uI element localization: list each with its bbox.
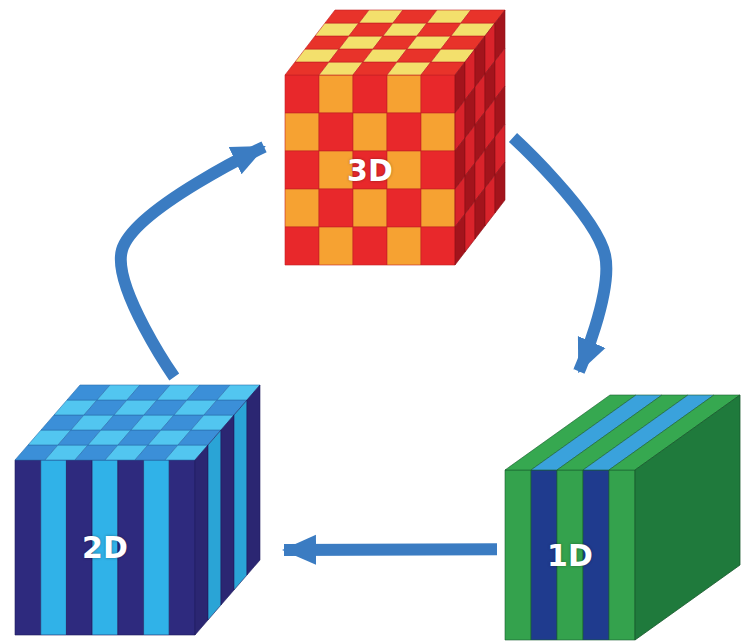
cube-side [635,395,740,640]
cube-stripe [221,415,234,605]
cube-stripe [234,400,247,590]
cube-cell [353,227,387,265]
cube-cell [285,113,319,151]
cube-stripe [144,460,170,635]
cube-cell [485,175,495,226]
cube-cell [387,113,421,151]
cube-stripe [208,430,221,620]
cube-stripe [505,470,531,640]
cube-stripe [169,460,195,635]
cube-illustration [285,10,505,265]
cube-cell [495,162,505,213]
cube-cell [465,201,475,252]
dimension-label: 3D [347,153,393,188]
cube-cell [421,75,455,113]
cube-cell [387,227,421,265]
cube-stripe [15,460,41,635]
cube-cell [285,151,319,189]
dimension-label: 2D [82,530,128,565]
cube-illustration [505,395,740,640]
cube-node: 2D [15,385,260,635]
cube-cell [421,227,455,265]
cube-node: 3D [285,10,505,265]
cube-cell [285,75,319,113]
cube-cell [319,113,353,151]
cube-front: 2D [15,460,195,635]
cube-cell [421,189,455,227]
curved-arrow [284,543,497,556]
cube-node: 1D [505,395,740,640]
cube-cell [387,189,421,227]
cube-illustration [15,385,260,635]
cube-stripe [609,470,635,640]
cube-cell [353,189,387,227]
dimension-label: 1D [547,538,593,573]
cube-cell [421,151,455,189]
cube-cell [455,214,465,265]
curved-arrow [121,147,264,377]
cube-stripe [41,460,67,635]
cube-stripe [195,445,208,635]
cube-cell [285,189,319,227]
cube-cell [319,189,353,227]
cube-front: 1D [505,470,635,640]
cube-cell [353,75,387,113]
cube-cell [475,188,485,239]
cube-cell [285,227,319,265]
cube-cell [421,113,455,151]
cube-front: 3D [285,75,455,265]
cube-cell [319,75,353,113]
curved-arrow [513,138,606,372]
cube-cell [387,75,421,113]
cube-stripe [247,385,260,575]
cube-cell [319,227,353,265]
cube-cell [353,113,387,151]
